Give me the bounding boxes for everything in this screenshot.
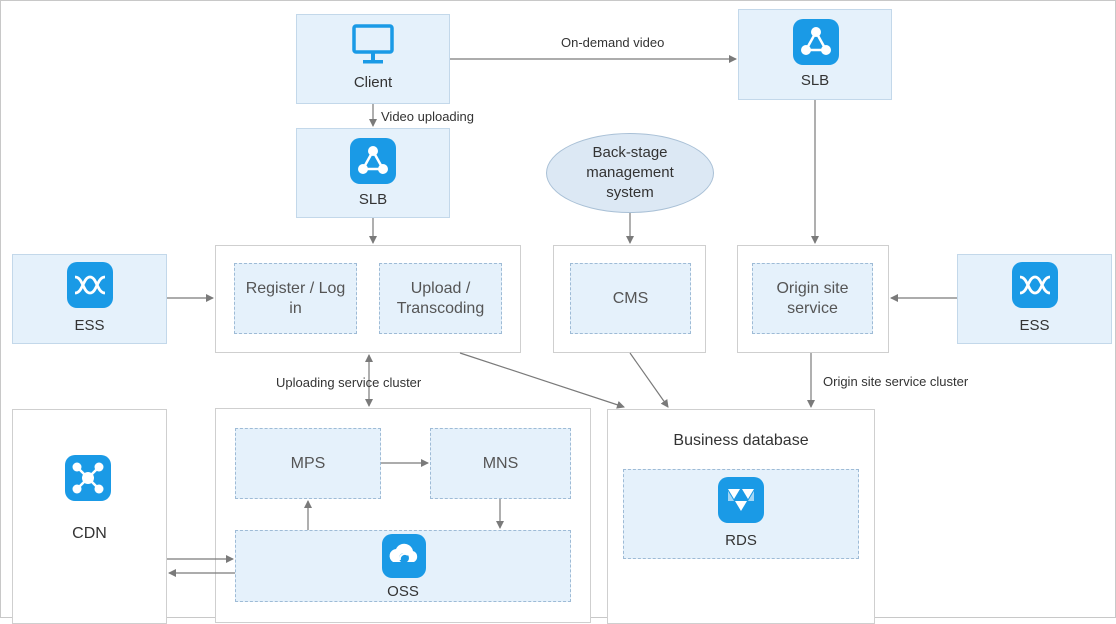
ess-icon xyxy=(67,262,113,308)
origin-site-service-cluster-label: Origin site service cluster xyxy=(823,374,969,389)
edge-upload-to-database xyxy=(459,352,625,409)
register-login-label: Register / Log in xyxy=(245,279,346,317)
mns-service: MNS xyxy=(430,428,571,499)
slb-mid-node: SLB xyxy=(296,128,450,218)
slb-icon xyxy=(350,138,396,184)
origin-site-service: Origin site service xyxy=(752,263,873,334)
uploading-service-cluster-label: Uploading service cluster xyxy=(276,375,422,390)
slb-mid-label: SLB xyxy=(358,191,388,208)
cdn-node: CDN xyxy=(12,409,167,624)
ess-left-node: ESS xyxy=(12,254,167,344)
ess-left-label: ESS xyxy=(74,317,105,334)
oss-icon xyxy=(382,534,426,578)
backstage-label: Back-stage management system xyxy=(586,144,674,201)
slb-top-label: SLB xyxy=(800,72,830,89)
slb-icon xyxy=(793,19,839,65)
register-login-service: Register / Log in xyxy=(234,263,357,334)
video-uploading-label: Video uploading xyxy=(381,109,475,124)
upload-transcoding-label: Upload / Transcoding xyxy=(396,279,485,317)
backstage-management-node: Back-stage management system xyxy=(546,133,714,213)
edge-cms-to-database xyxy=(629,352,669,408)
client-node: Client xyxy=(296,14,450,104)
rds-service: RDS xyxy=(623,469,859,559)
origin-site-label: Origin site service xyxy=(776,279,849,317)
ess-right-node: ESS xyxy=(957,254,1112,344)
mps-label: MPS xyxy=(290,454,326,472)
slb-top-node: SLB xyxy=(738,9,892,100)
cdn-label: CDN xyxy=(72,525,107,542)
oss-service: OSS xyxy=(235,530,571,602)
business-database-label: Business database xyxy=(673,432,809,449)
ess-icon xyxy=(1012,262,1058,308)
cms-service: CMS xyxy=(570,263,691,334)
cdn-icon xyxy=(65,455,111,501)
on-demand-video-label: On-demand video xyxy=(561,35,665,50)
upload-transcoding-service: Upload / Transcoding xyxy=(379,263,502,334)
rds-icon xyxy=(718,477,764,523)
monitor-icon xyxy=(350,23,396,69)
rds-label: RDS xyxy=(725,532,757,549)
oss-label: OSS xyxy=(387,583,419,600)
client-label: Client xyxy=(353,74,393,91)
mns-label: MNS xyxy=(482,454,519,472)
cms-label: CMS xyxy=(612,289,649,307)
ess-right-label: ESS xyxy=(1019,317,1050,334)
mps-service: MPS xyxy=(235,428,381,499)
